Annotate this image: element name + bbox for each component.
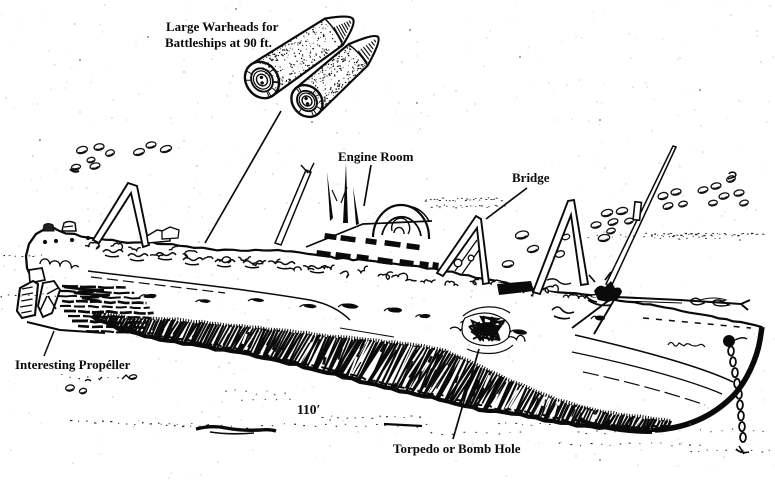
svg-text:Interesting Propéller: Interesting Propéller [15,357,131,372]
svg-text:110′: 110′ [297,402,320,417]
svg-text:Bridge: Bridge [512,170,550,185]
svg-text:Large Warheads for: Large Warheads for [166,19,279,34]
svg-text:Torpedo or Bomb Hole: Torpedo or Bomb Hole [393,441,521,456]
svg-text:Battleships at 90 ft.: Battleships at 90 ft. [165,35,272,50]
svg-text:Engine Room: Engine Room [338,149,414,164]
